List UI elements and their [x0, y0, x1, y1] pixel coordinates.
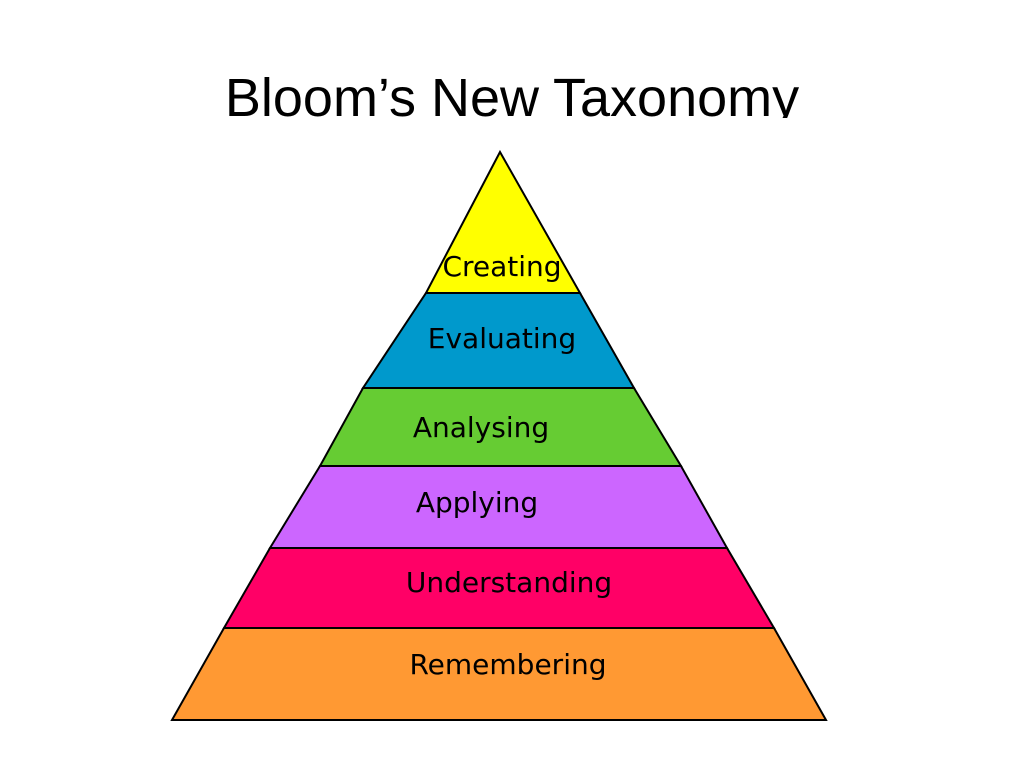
pyramid-level-remembering: Remembering [170, 627, 828, 721]
level-label-applying: Applying [416, 486, 538, 519]
slide-title: Bloom’s New Taxonomy [224, 68, 800, 118]
pyramid-level-evaluating: Evaluating [361, 292, 636, 389]
pyramid-level-analysing: Analysing [318, 387, 683, 467]
pyramid-level-understanding: Understanding [222, 547, 776, 629]
pyramid-level-applying: Applying [268, 465, 729, 549]
level-label-creating: Creating [442, 250, 561, 283]
pyramid-band-remembering [170, 627, 828, 721]
level-label-remembering: Remembering [409, 648, 606, 681]
level-label-analysing: Analysing [413, 411, 549, 444]
level-label-evaluating: Evaluating [428, 322, 576, 355]
level-label-understanding: Understanding [406, 566, 612, 599]
pyramid-level-creating: Creating [424, 149, 582, 294]
